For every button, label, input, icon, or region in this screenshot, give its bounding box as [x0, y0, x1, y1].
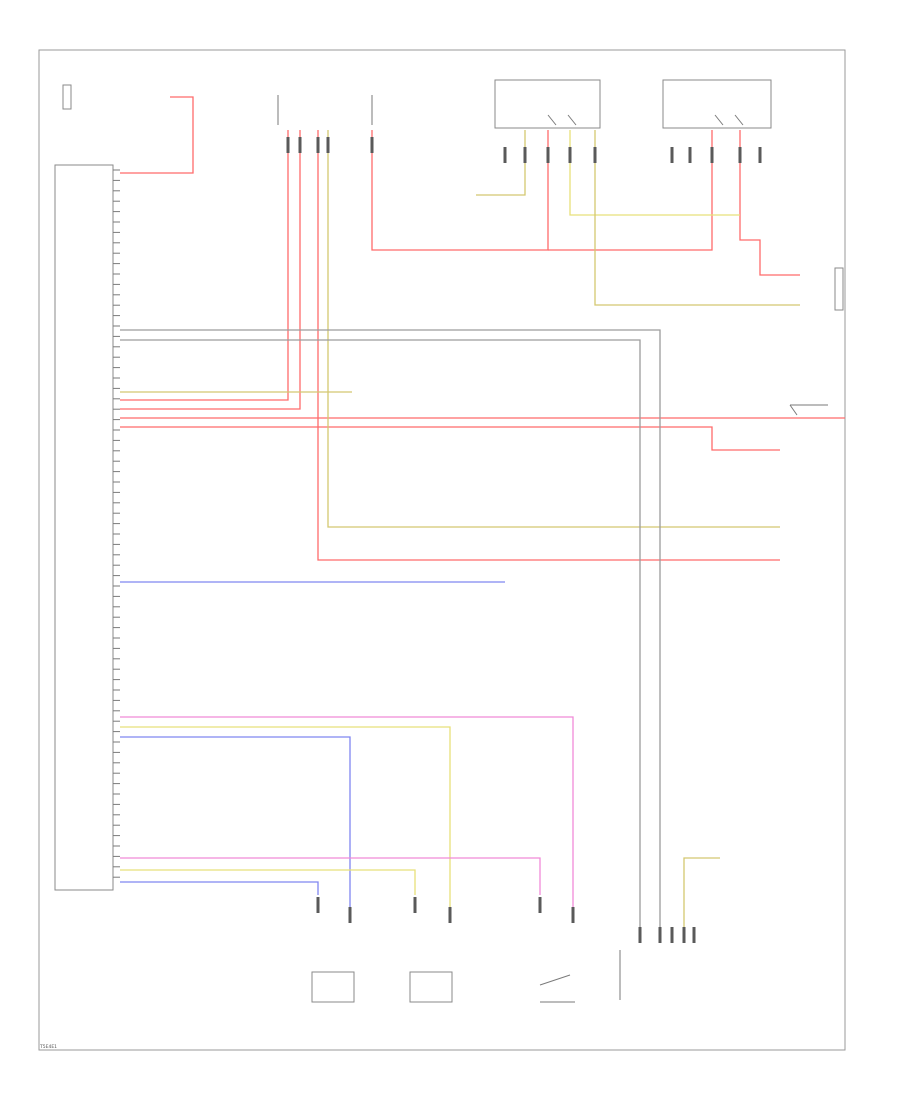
terminal-pin	[370, 137, 374, 153]
wire-blue	[120, 881, 319, 895]
wire-yellow	[120, 726, 451, 915]
terminal-pin	[688, 147, 692, 163]
wire-red	[739, 130, 800, 276]
bottom-switch-3	[539, 974, 575, 1003]
connector-pin-ticks	[113, 169, 120, 878]
relay-switch-icon	[547, 114, 744, 126]
terminal-pin	[316, 897, 320, 913]
dashboard-switch-icon	[277, 95, 373, 125]
wire-olive	[476, 130, 526, 196]
wire-red	[317, 130, 780, 561]
wire-yellow	[120, 869, 416, 895]
wire-gray	[120, 339, 641, 935]
terminal-pin	[348, 907, 352, 923]
right-relay-box	[662, 79, 772, 129]
diagram-id-tag: T5E4E1	[39, 1044, 57, 1050]
terminal-pin	[298, 137, 302, 153]
terminal-pin	[413, 897, 417, 913]
terminal-pin	[593, 147, 597, 163]
wire-olive	[594, 130, 800, 306]
wire-gray	[120, 329, 661, 935]
terminal-pin	[758, 147, 762, 163]
terminal-pin	[523, 147, 527, 163]
bottom-switch-1	[311, 971, 355, 1003]
terminal-pin	[738, 147, 742, 163]
wire-red	[120, 130, 301, 410]
bottom-switch-2	[409, 971, 453, 1003]
terminal-pin	[692, 927, 696, 943]
control-module-connector	[54, 164, 114, 891]
terminal-pin	[503, 147, 507, 163]
page-frame	[38, 49, 846, 1051]
fuse-box-component	[62, 84, 72, 110]
terminal-pin	[538, 897, 542, 913]
terminal-pin	[658, 927, 662, 943]
terminal-pin	[316, 137, 320, 153]
terminal-pin	[682, 927, 686, 943]
wire-red	[548, 130, 713, 251]
sensor-switch-icon	[789, 267, 844, 416]
terminal-pin	[326, 137, 330, 153]
terminal-pin	[710, 147, 714, 163]
terminal-pin	[546, 147, 550, 163]
wire-red	[120, 130, 289, 401]
terminal-pin	[448, 907, 452, 923]
wire-red	[120, 426, 780, 451]
wire-pink	[120, 857, 541, 895]
terminal-pin	[638, 927, 642, 943]
wire-harness	[120, 96, 845, 935]
terminal-pin	[670, 927, 674, 943]
wire-olive	[683, 857, 720, 935]
terminal-pin	[670, 147, 674, 163]
wire-pink	[120, 716, 574, 915]
terminal-pin	[568, 147, 572, 163]
terminal-pin	[571, 907, 575, 923]
wire-red	[120, 96, 194, 174]
terminal-pins	[286, 137, 762, 943]
terminal-pin	[286, 137, 290, 153]
left-relay-box	[494, 79, 601, 129]
wire-blue	[120, 736, 351, 915]
wire-olive	[327, 130, 780, 528]
wire-red	[371, 130, 549, 251]
